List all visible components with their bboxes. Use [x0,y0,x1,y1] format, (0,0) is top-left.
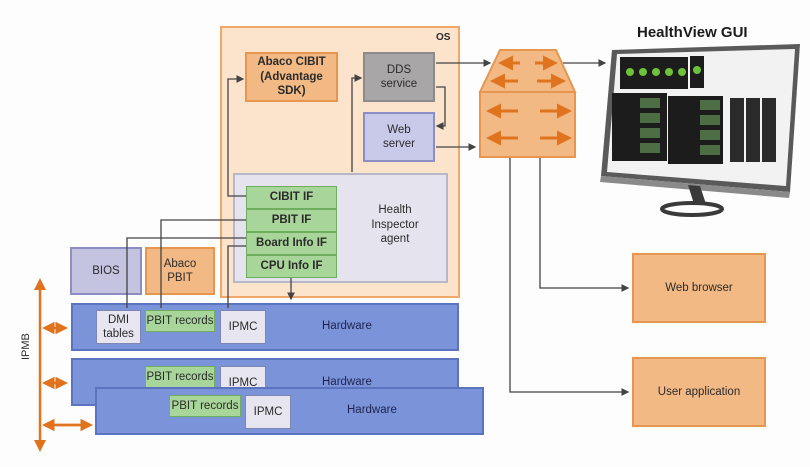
bios-box: BIOS [70,247,142,295]
pbit-records-2: PBIT records [145,366,215,388]
dmi-line2: tables [103,328,134,340]
dds-service-box: DDS service [363,52,435,102]
dmi-tables-box: DMI tables [96,310,141,344]
health-inspector-agent-label: Health Inspector agent [350,195,440,255]
hardware-board-2-label: Hardware [322,376,372,388]
web-server-line2: server [383,138,415,150]
abaco-pbit-box: Abaco PBIT [145,247,215,295]
ipmc-1: IPMC [220,310,266,344]
agent-line2: Inspector [371,218,419,231]
web-server-line1: Web [387,123,411,136]
agent-line1: Health [378,204,412,217]
ipmb-label: IPMB [20,333,32,360]
dmi-line1: DMI [107,313,130,326]
hardware-board-1-label: Hardware [322,320,372,332]
interface-cibit-if: CIBIT IF [246,186,337,209]
wire-switch-to-userapp [509,157,630,396]
user-application-box: User application [632,357,766,427]
web-browser-box: Web browser [632,253,766,323]
pbit-records-3: PBIT records [169,395,241,417]
healthview-monitor-icon [600,44,800,217]
dds-line2: service [380,78,418,90]
interface-pbit-if: PBIT IF [246,209,337,232]
wire-switch-to-webbrowser [539,157,630,292]
abaco-cibit-line1: Abaco CIBIT [257,56,326,69]
abaco-cibit-box: Abaco CIBIT (Advantage SDK) [245,52,338,102]
agent-line3: agent [380,233,410,246]
interface-board-info-if: Board Info IF [246,232,337,255]
abaco-pbit-line1: Abaco [163,257,197,270]
network-switch-icon [478,49,577,158]
abaco-cibit-line2: (Advantage SDK) [260,70,323,98]
ipmc-3: IPMC [245,395,291,429]
web-server-box: Web server [363,112,435,162]
healthview-gui-title: HealthView GUI [637,24,748,41]
pbit-records-1: PBIT records [145,310,215,332]
hardware-board-3-label: Hardware [347,404,397,416]
abaco-pbit-line2: PBIT [167,272,193,284]
dds-line1: DDS [386,63,412,76]
os-label: OS [436,32,451,43]
interface-cpu-info-if: CPU Info IF [246,255,337,278]
